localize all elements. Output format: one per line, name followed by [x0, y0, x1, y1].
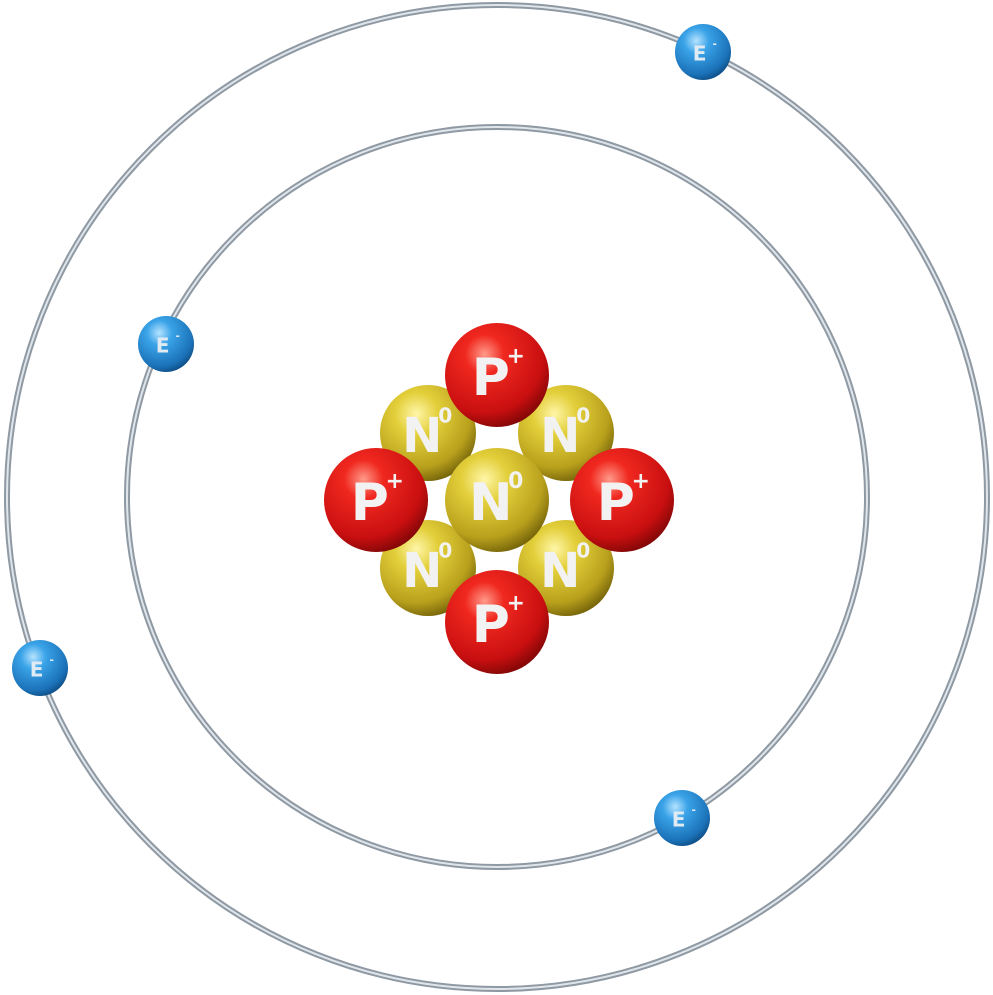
- orbit-inner: [124, 124, 870, 870]
- electron-charge: -: [692, 804, 696, 817]
- neutron-charge: 0: [508, 469, 523, 494]
- neutron-upper-right: N0: [518, 385, 614, 481]
- electron-symbol: E: [693, 42, 707, 66]
- neutron-lower-left: N0: [380, 520, 476, 616]
- proton-right: P+: [570, 448, 674, 552]
- electron-symbol: E: [156, 334, 170, 358]
- proton-symbol: P: [597, 473, 635, 533]
- electron-sphere: [654, 790, 710, 846]
- electron-inner-bottom-right: E-: [654, 790, 710, 846]
- electrons: E-E-E-E-: [12, 24, 731, 846]
- electron-sphere: [675, 24, 731, 80]
- electron-sphere: [138, 316, 194, 372]
- proton-charge: +: [386, 469, 404, 494]
- neutron-symbol: N: [402, 408, 442, 464]
- neutron-symbol: N: [469, 473, 513, 533]
- orbit-outer: [4, 2, 990, 992]
- proton-charge: +: [507, 344, 525, 369]
- proton-bottom: P+: [445, 570, 549, 674]
- neutron-sphere: [518, 520, 614, 616]
- electron-sphere: [12, 640, 68, 696]
- proton-symbol: P: [351, 473, 389, 533]
- proton-top: P+: [445, 323, 549, 427]
- neutron-lower-right: N0: [518, 520, 614, 616]
- neutron-symbol: N: [402, 543, 442, 599]
- proton-sphere: [570, 448, 674, 552]
- neutron-sphere: [518, 385, 614, 481]
- proton-sphere: [324, 448, 428, 552]
- neutron-charge: 0: [438, 539, 452, 563]
- electron-outer-left: E-: [12, 640, 68, 696]
- proton-sphere: [445, 323, 549, 427]
- electron-symbol: E: [672, 808, 686, 832]
- proton-charge: +: [507, 591, 525, 616]
- neutron-charge: 0: [438, 404, 452, 428]
- proton-sphere: [445, 570, 549, 674]
- proton-symbol: P: [472, 595, 510, 655]
- electron-charge: -: [50, 654, 54, 667]
- neutron-sphere: [380, 520, 476, 616]
- proton-left: P+: [324, 448, 428, 552]
- neutron-charge: 0: [576, 539, 590, 563]
- neutron-charge: 0: [576, 404, 590, 428]
- neutron-sphere: [445, 448, 549, 552]
- electron-charge: -: [713, 38, 717, 51]
- electron-inner-left: E-: [138, 316, 194, 372]
- neutron-symbol: N: [540, 543, 580, 599]
- electron-outer-top-right: E-: [675, 24, 731, 80]
- proton-symbol: P: [472, 348, 510, 408]
- neutron-center: N0: [445, 448, 549, 552]
- proton-charge: +: [632, 469, 650, 494]
- neutron-symbol: N: [540, 408, 580, 464]
- electron-charge: -: [176, 330, 180, 343]
- electron-symbol: E: [30, 658, 44, 682]
